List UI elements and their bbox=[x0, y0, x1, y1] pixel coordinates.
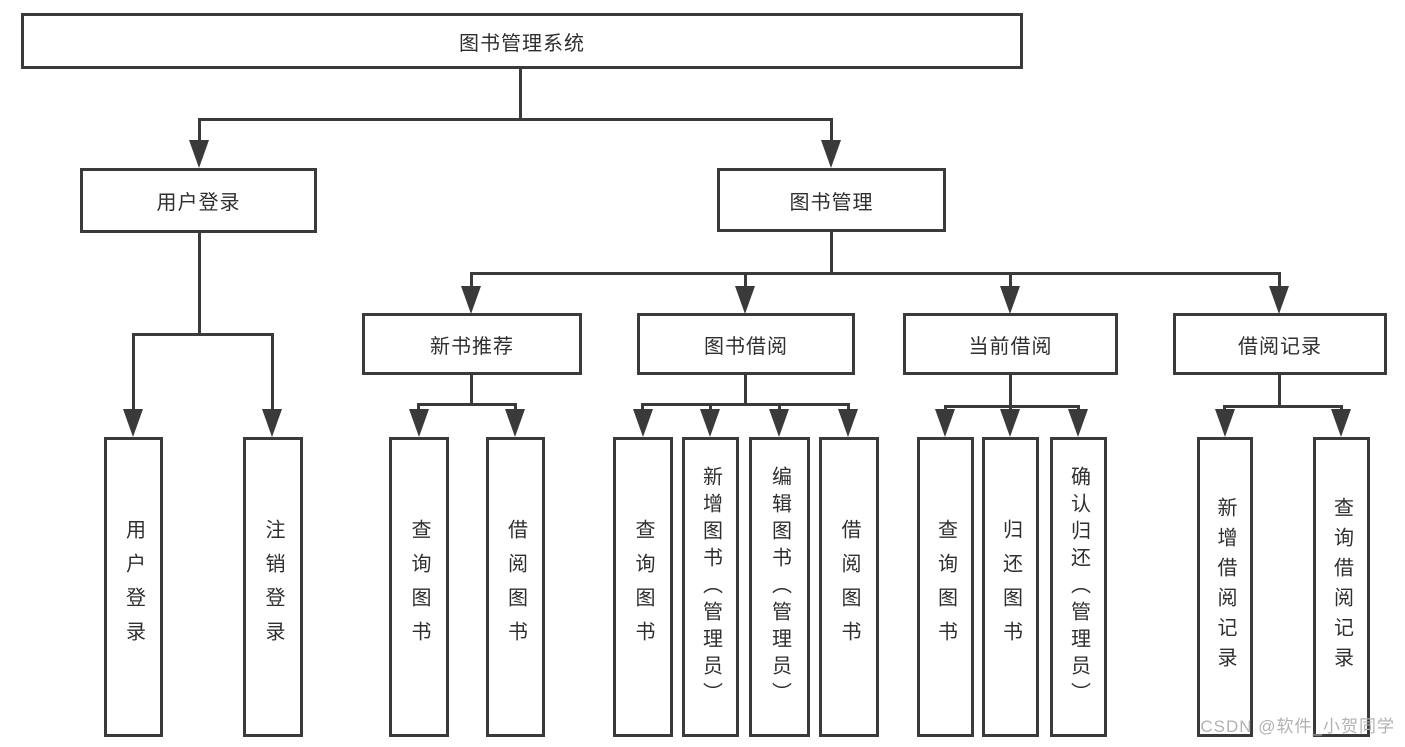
connector-drop-leaf-user-login bbox=[132, 333, 135, 411]
node-root: 图书管理系统 bbox=[21, 13, 1023, 69]
connector-book-borrow-bar bbox=[641, 403, 850, 406]
node-leaf-bb-borrow-books: 借阅图书 bbox=[819, 437, 879, 737]
node-current-borrow: 当前借阅 bbox=[903, 313, 1118, 375]
node-leaf-user-login-label: 用户登录 bbox=[122, 519, 145, 655]
connector-drop-nb-query bbox=[417, 403, 420, 413]
node-leaf-cb-confirm-return: 确认归还（管理员） bbox=[1050, 437, 1107, 737]
connector-drop-bb-add bbox=[709, 403, 712, 413]
arrow-to-br-query-icon bbox=[1331, 409, 1351, 437]
node-new-book-recommend-label: 新书推荐 bbox=[430, 335, 514, 358]
node-leaf-logout: 注销登录 bbox=[243, 437, 303, 737]
connector-new-book-bar bbox=[417, 403, 517, 406]
arrow-to-book-management-icon bbox=[821, 140, 841, 168]
node-borrow-records-label: 借阅记录 bbox=[1238, 335, 1322, 358]
node-leaf-bb-add-books: 新增图书（管理员） bbox=[682, 437, 739, 737]
connector-drop-book-management bbox=[830, 118, 833, 144]
arrow-to-leaf-logout-icon bbox=[262, 409, 282, 437]
node-leaf-nb-query-books: 查询图书 bbox=[389, 437, 449, 737]
connector-book-management-stem bbox=[830, 230, 833, 274]
arrow-to-nb-query-icon bbox=[409, 409, 429, 437]
node-new-book-recommend: 新书推荐 bbox=[362, 313, 582, 375]
arrow-to-current-borrow-icon bbox=[1000, 286, 1020, 314]
node-book-management-label: 图书管理 bbox=[789, 191, 874, 214]
connector-drop-user-login bbox=[198, 118, 201, 144]
node-leaf-cb-return-books: 归还图书 bbox=[982, 437, 1039, 737]
arrow-to-cb-return-icon bbox=[1000, 409, 1020, 437]
node-leaf-user-login: 用户登录 bbox=[104, 437, 163, 737]
arrow-to-user-login-icon bbox=[189, 140, 209, 168]
arrow-to-bb-query-icon bbox=[633, 409, 653, 437]
csdn-watermark: CSDN @软件_小贺同学 bbox=[1200, 717, 1395, 736]
node-book-management: 图书管理 bbox=[717, 168, 946, 232]
node-leaf-cb-query-books-label: 查询图书 bbox=[934, 519, 957, 655]
arrow-to-borrow-records-icon bbox=[1269, 286, 1289, 314]
connector-current-borrow-bar bbox=[944, 405, 1080, 408]
node-leaf-bb-edit-books: 编辑图书（管理员） bbox=[749, 437, 810, 737]
node-leaf-cb-query-books: 查询图书 bbox=[917, 437, 974, 737]
node-leaf-bb-query-books: 查询图书 bbox=[613, 437, 673, 737]
node-leaf-br-query-record-label: 查询借阅记录 bbox=[1330, 497, 1353, 677]
node-borrow-records: 借阅记录 bbox=[1173, 313, 1387, 375]
connector-drop-current-borrow bbox=[1009, 272, 1012, 288]
node-current-borrow-label: 当前借阅 bbox=[968, 335, 1053, 358]
connector-drop-new-book bbox=[470, 272, 473, 288]
node-leaf-br-add-record: 新增借阅记录 bbox=[1197, 437, 1253, 737]
connector-level2-bar bbox=[198, 118, 833, 121]
arrow-to-bb-add-icon bbox=[700, 409, 720, 437]
node-leaf-cb-confirm-return-label: 确认归还（管理员） bbox=[1067, 465, 1090, 709]
connector-book-borrow-stem bbox=[744, 373, 747, 406]
node-leaf-br-query-record: 查询借阅记录 bbox=[1313, 437, 1370, 737]
connector-root-stem bbox=[519, 66, 522, 120]
node-book-borrow-label: 图书借阅 bbox=[704, 335, 788, 358]
node-leaf-nb-borrow-books: 借阅图书 bbox=[486, 437, 545, 737]
connector-user-login-bar bbox=[132, 333, 274, 336]
arrow-to-cb-query-icon bbox=[935, 409, 955, 437]
arrow-to-bb-edit-icon bbox=[769, 409, 789, 437]
connector-current-borrow-stem bbox=[1009, 373, 1012, 407]
node-leaf-bb-borrow-books-label: 借阅图书 bbox=[838, 519, 860, 655]
node-leaf-bb-add-books-label: 新增图书（管理员） bbox=[699, 465, 722, 709]
connector-drop-bb-query bbox=[641, 403, 644, 413]
connector-drop-bb-edit bbox=[778, 403, 781, 413]
node-root-label: 图书管理系统 bbox=[459, 32, 585, 55]
connector-drop-borrow-records bbox=[1278, 272, 1281, 288]
node-leaf-bb-query-books-label: 查询图书 bbox=[632, 519, 654, 655]
connector-drop-book-borrow bbox=[744, 272, 747, 288]
arrow-to-bb-borrow-icon bbox=[838, 409, 858, 437]
connector-borrow-records-stem bbox=[1278, 373, 1281, 407]
arrow-to-new-book-icon bbox=[461, 286, 481, 314]
connector-borrow-records-bar bbox=[1223, 405, 1343, 408]
node-leaf-nb-borrow-books-label: 借阅图书 bbox=[504, 519, 527, 655]
node-user-login-label: 用户登录 bbox=[156, 192, 241, 214]
connector-level3-bar bbox=[470, 272, 1281, 275]
node-leaf-bb-edit-books-label: 编辑图书（管理员） bbox=[768, 465, 791, 709]
node-leaf-br-add-record-label: 新增借阅记录 bbox=[1214, 497, 1236, 677]
arrow-to-leaf-user-login-icon bbox=[123, 409, 143, 437]
node-leaf-nb-query-books-label: 查询图书 bbox=[408, 519, 430, 655]
connector-drop-leaf-logout bbox=[271, 333, 274, 411]
connector-user-login-stem bbox=[198, 233, 201, 336]
arrow-to-cb-confirm-icon bbox=[1068, 409, 1088, 437]
arrow-to-nb-borrow-icon bbox=[505, 409, 525, 437]
node-user-login: 用户登录 bbox=[80, 168, 317, 233]
arrow-to-book-borrow-icon bbox=[735, 286, 755, 314]
arrow-to-br-add-icon bbox=[1215, 409, 1235, 437]
connector-drop-nb-borrow bbox=[514, 403, 517, 413]
node-leaf-cb-return-books-label: 归还图书 bbox=[999, 519, 1022, 655]
node-leaf-logout-label: 注销登录 bbox=[262, 519, 284, 655]
connector-drop-bb-borrow bbox=[847, 403, 850, 413]
connector-new-book-stem bbox=[470, 373, 473, 406]
node-book-borrow: 图书借阅 bbox=[637, 313, 855, 375]
